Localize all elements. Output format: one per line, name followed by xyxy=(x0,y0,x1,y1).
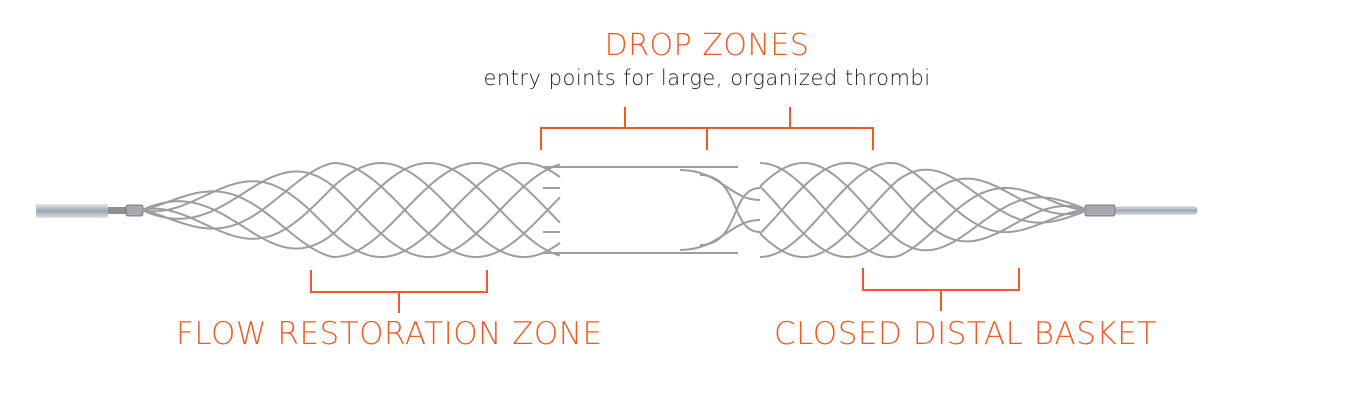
pusher-wire-icon xyxy=(36,204,144,218)
flow-zone-wire xyxy=(142,163,561,259)
closed-distal-basket-label: CLOSED DISTAL BASKET xyxy=(774,316,1157,352)
basket-wire xyxy=(759,162,1088,258)
flow-zone-wire xyxy=(142,161,561,258)
drop-zone-bracket-left xyxy=(540,107,708,150)
flow-zone-wire xyxy=(142,162,561,259)
flow-zone-wire xyxy=(142,161,561,259)
distal-tip-icon xyxy=(1084,204,1198,217)
drop-zones-title: DROP ZONES xyxy=(604,28,810,63)
basket-wire xyxy=(759,162,1088,252)
flow-zone-wire xyxy=(142,161,561,257)
drop-zone-bracket-right xyxy=(707,107,874,150)
stent-mesh xyxy=(142,161,1088,259)
distal-basket-bracket xyxy=(862,268,1020,311)
basket-wire xyxy=(759,168,1088,258)
basket-wire xyxy=(759,162,1088,258)
basket-wire xyxy=(759,177,1088,259)
flow-restoration-bracket xyxy=(310,270,488,313)
flow-restoration-zone-label: FLOW RESTORATION ZONE xyxy=(176,316,603,352)
flow-zone-wire xyxy=(142,161,561,259)
transition-strut xyxy=(699,174,761,233)
basket-wire xyxy=(759,161,1088,243)
transition-strut xyxy=(679,219,761,251)
transition-strut xyxy=(699,187,761,246)
drop-zones-subtitle: entry points for large, organized thromb… xyxy=(483,66,931,90)
transition-strut xyxy=(679,169,761,201)
